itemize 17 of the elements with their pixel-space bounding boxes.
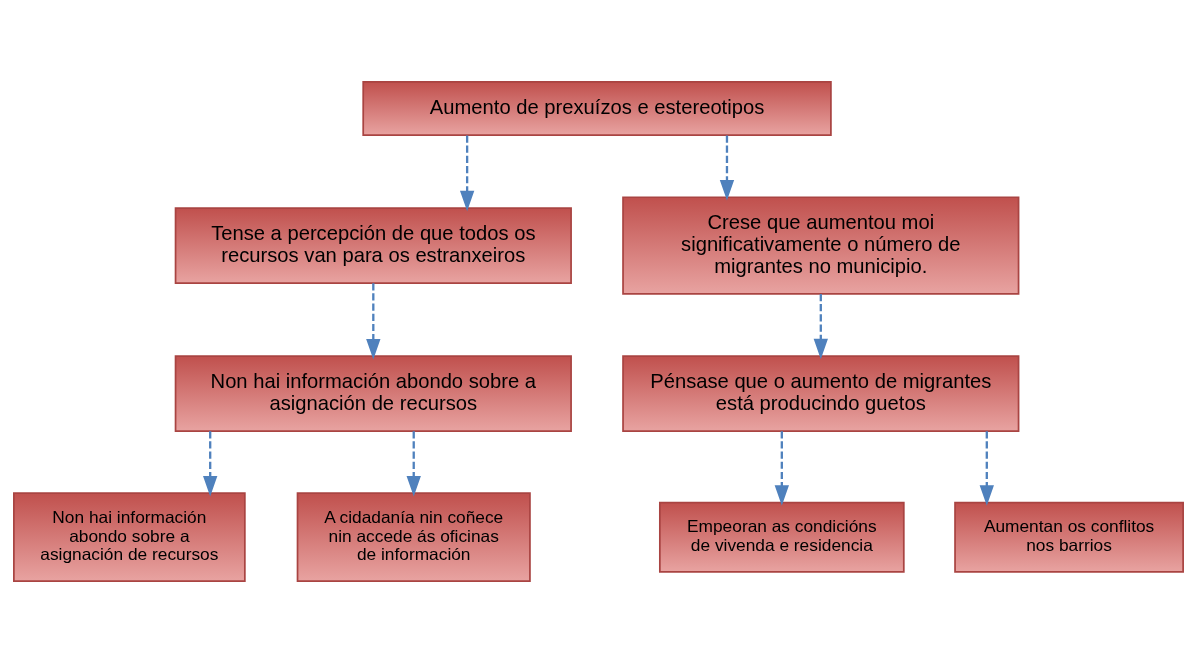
node-box: Non hai información abondo sobre a asignación de recursos bbox=[174, 354, 572, 432]
arrow bbox=[406, 430, 421, 497]
node-box: Pénsase que o aumento de migrantes está producindo guetos bbox=[622, 354, 1020, 432]
node-box: A cidadanía nin coñece nin accede ás oficinas de información bbox=[296, 491, 531, 582]
arrow bbox=[774, 430, 789, 506]
arrow bbox=[719, 135, 735, 200]
node-box: Empeoran as condicións de vivenda e residencia bbox=[659, 501, 905, 573]
arrow bbox=[979, 430, 994, 506]
arrow bbox=[366, 282, 381, 359]
node-box: Non hai información abondo sobre a asignación de recursos bbox=[13, 491, 246, 582]
arrow bbox=[203, 430, 218, 497]
arrow bbox=[813, 293, 828, 359]
node-box: Tense a percepción de que todos os recursos van para os estranxeiros bbox=[174, 206, 572, 284]
node-box: Aumento de prexuízos e estereotipos bbox=[362, 80, 832, 136]
node-box: Crese que aumentou moi significativamente o número de migrantes no municipio. bbox=[622, 195, 1020, 295]
node-box: Aumentan os conflitos nos barrios bbox=[954, 501, 1184, 573]
arrow bbox=[459, 135, 475, 211]
